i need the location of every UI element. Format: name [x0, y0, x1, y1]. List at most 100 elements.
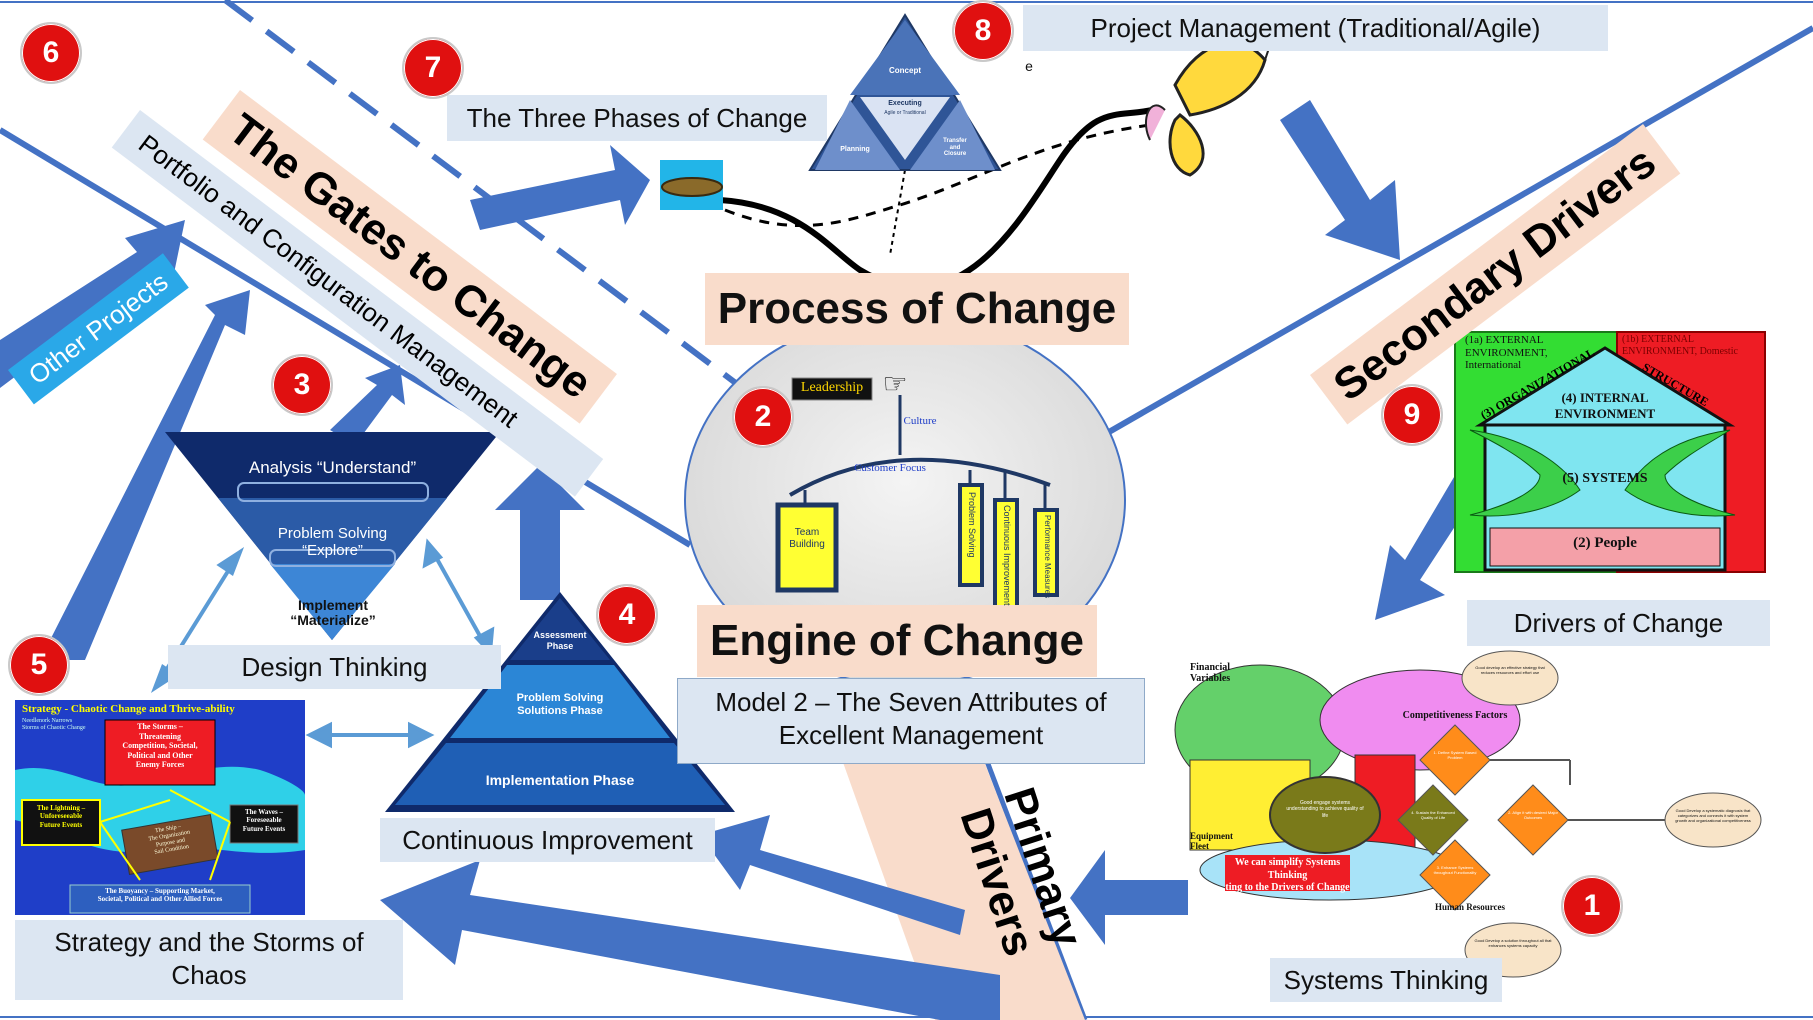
internal-env-label: (4) INTERNAL ENVIRONMENT: [1540, 390, 1670, 421]
external-intl-1: (1a) EXTERNAL: [1465, 334, 1544, 346]
systems-thinking-label: Systems Thinking: [1270, 958, 1502, 1002]
buoyancy-2: Societal, Political and Other Allied For…: [97, 895, 223, 904]
systems-label: (5) SYSTEMS: [1562, 471, 1648, 486]
design-analysis: Analysis “Understand”: [248, 458, 417, 477]
model-line-1: Model 2 – The Seven Attributes of: [715, 687, 1107, 717]
leadership-label: Leadership: [800, 380, 864, 395]
external-intl-label: (1a) EXTERNAL ENVIRONMENT, International: [1465, 334, 1585, 372]
three-phases-label: The Three Phases of Change: [447, 95, 827, 141]
diamond-2-text: 2. Align it with desired Major Outcomes: [1508, 810, 1558, 820]
badge-9: 9: [1381, 384, 1443, 446]
systems-banner-2: ting to the Drivers of Change: [1225, 882, 1350, 893]
badge-7: 7: [402, 37, 464, 99]
storm-3: Competition, Societal,: [122, 741, 198, 751]
external-domestic-label: (1b) EXTERNAL ENVIRONMENT, Domestic: [1622, 334, 1767, 357]
note-top-text: Good develop an effective strategy that …: [1475, 665, 1545, 675]
ci-problem-2: Solutions Phase: [517, 705, 603, 718]
engine-mobile: [775, 377, 1059, 617]
equipment-fleet-label: Equipment Fleet: [1190, 831, 1250, 852]
waves-2: Foreseeable: [246, 816, 282, 825]
systems-banner-1: We can simplify Systems Thinking: [1234, 857, 1341, 881]
external-dom-2: ENVIRONMENT, Domestic: [1622, 345, 1738, 357]
project-management-label: Project Management (Traditional/Agile): [1023, 5, 1608, 51]
arrow-from-systems: [1070, 850, 1270, 945]
waves-3: Future Events: [242, 824, 286, 833]
strategy-title: Strategy - Chaotic Change and Thrive-abi…: [22, 703, 235, 715]
badge-4: 4: [596, 584, 658, 646]
arrow-to-caterpillar: [470, 145, 650, 230]
equipment-2: Fleet: [1190, 840, 1209, 851]
arrow-left-up: [45, 290, 250, 660]
waves-text: The Waves – Foreseeable Future Events: [231, 808, 297, 833]
badge-2: 2: [732, 386, 794, 448]
butterfly-icon: [1145, 41, 1271, 177]
strategy-subtitle-2: Storms of Chaotic Change: [22, 725, 86, 732]
phase-concept: Concept: [889, 66, 921, 75]
strategy-label: Strategy and the Storms of Chaos: [15, 920, 403, 1000]
human-resources-label: Human Resources: [1434, 902, 1506, 912]
storm-1: The Storms –: [137, 722, 183, 731]
ci-pyramid: [385, 592, 735, 812]
leadership-icon: ☞: [882, 368, 908, 399]
note-right-text: Good Develop a systematic diagnosis that…: [1675, 808, 1751, 823]
design-thinking-label: Design Thinking: [168, 645, 501, 689]
lightning-3: Future Events: [39, 820, 83, 829]
drivers-house: [1454, 331, 1766, 573]
customer-focus-label: Customer Focus: [854, 462, 926, 474]
lightning-1: The Lightning –: [36, 804, 86, 812]
design-implement: Implement “Materialize”: [268, 597, 398, 629]
lightning-2: Unforeseeable: [39, 812, 83, 821]
badge-6: 6: [20, 22, 82, 84]
systems-banner: We can simplify Systems Thinking ting to…: [1225, 857, 1350, 895]
strategy-subtitle-1: Needlenork Narrows: [22, 718, 73, 724]
phase-drop-line: [889, 169, 906, 256]
diamond-center-text: 4. Sustain the Enhanced Quality of Life: [1411, 810, 1455, 820]
ci-problem: Problem Solving Solutions Phase: [490, 692, 630, 718]
phase-executing: Executing: [888, 100, 922, 107]
storm-text: The Storms – Threatening Competition, So…: [106, 722, 214, 770]
design-implement-1: Implement: [297, 597, 368, 613]
culture-label: Culture: [903, 415, 937, 427]
buoyancy-1: The Buoyancy – Supporting Market,: [105, 887, 215, 895]
diamond-3-text: 3. Enhance Systems throughout Functional…: [1433, 865, 1477, 875]
strategy-line-1: Strategy and the Storms of: [54, 927, 364, 957]
lightning-text: The Lightning – Unforeseeable Future Eve…: [23, 804, 99, 829]
engine-of-change-label: Engine of Change: [697, 605, 1097, 677]
arrow-to-secondary: [1280, 100, 1400, 260]
phase-transfer: Transfer and Closure: [935, 138, 975, 158]
financial-variables-label: Financial Variables: [1190, 662, 1250, 684]
ci-assessment-2: Phase: [546, 640, 574, 651]
phase-transfer-2: and: [949, 144, 961, 151]
waves-1: The Waves –: [245, 808, 283, 816]
diamond-1-text: 1. Define System Based Problem: [1433, 750, 1477, 760]
external-intl-3: International: [1465, 359, 1522, 372]
arrow-design-ci: [430, 549, 487, 646]
financial-1: Financial: [1190, 662, 1231, 673]
phase-transfer-1: Transfer: [943, 138, 967, 144]
external-intl-2: ENVIRONMENT,: [1465, 346, 1548, 359]
design-problem-2: “Explore”: [302, 542, 363, 560]
model-2-label: Model 2 – The Seven Attributes of Excell…: [677, 678, 1145, 764]
internal-env-1: (4) INTERNAL: [1561, 390, 1649, 405]
process-of-change-label: Process of Change: [705, 273, 1129, 345]
ci-problem-1: Problem Solving: [516, 692, 604, 704]
ci-implementation: Implementation Phase: [485, 772, 635, 788]
badge-1: 1: [1561, 875, 1623, 937]
systems-center-oval-text: Good engage systems understanding to ach…: [1286, 800, 1364, 819]
continuous-improvement-label: Continuous Improvement: [380, 818, 715, 862]
model-line-2: Excellent Management: [778, 719, 1044, 750]
drivers-of-change-label: Drivers of Change: [1467, 600, 1770, 646]
external-dom-1: (1b) EXTERNAL: [1622, 334, 1694, 345]
strategy-line-2: Chaos: [171, 959, 247, 990]
phase-planning: Planning: [840, 146, 870, 153]
stray-letter: e: [1025, 58, 1033, 74]
badge-8: 8: [952, 0, 1014, 62]
competitiveness-label: Competitiveness Factors: [1402, 710, 1508, 721]
internal-env-2: ENVIRONMENT: [1554, 405, 1656, 421]
equipment-1: Equipment: [1190, 831, 1234, 841]
gate-dashed-line: [223, 0, 747, 393]
financial-2: Variables: [1190, 673, 1231, 684]
people-label: (2) People: [1573, 535, 1637, 551]
